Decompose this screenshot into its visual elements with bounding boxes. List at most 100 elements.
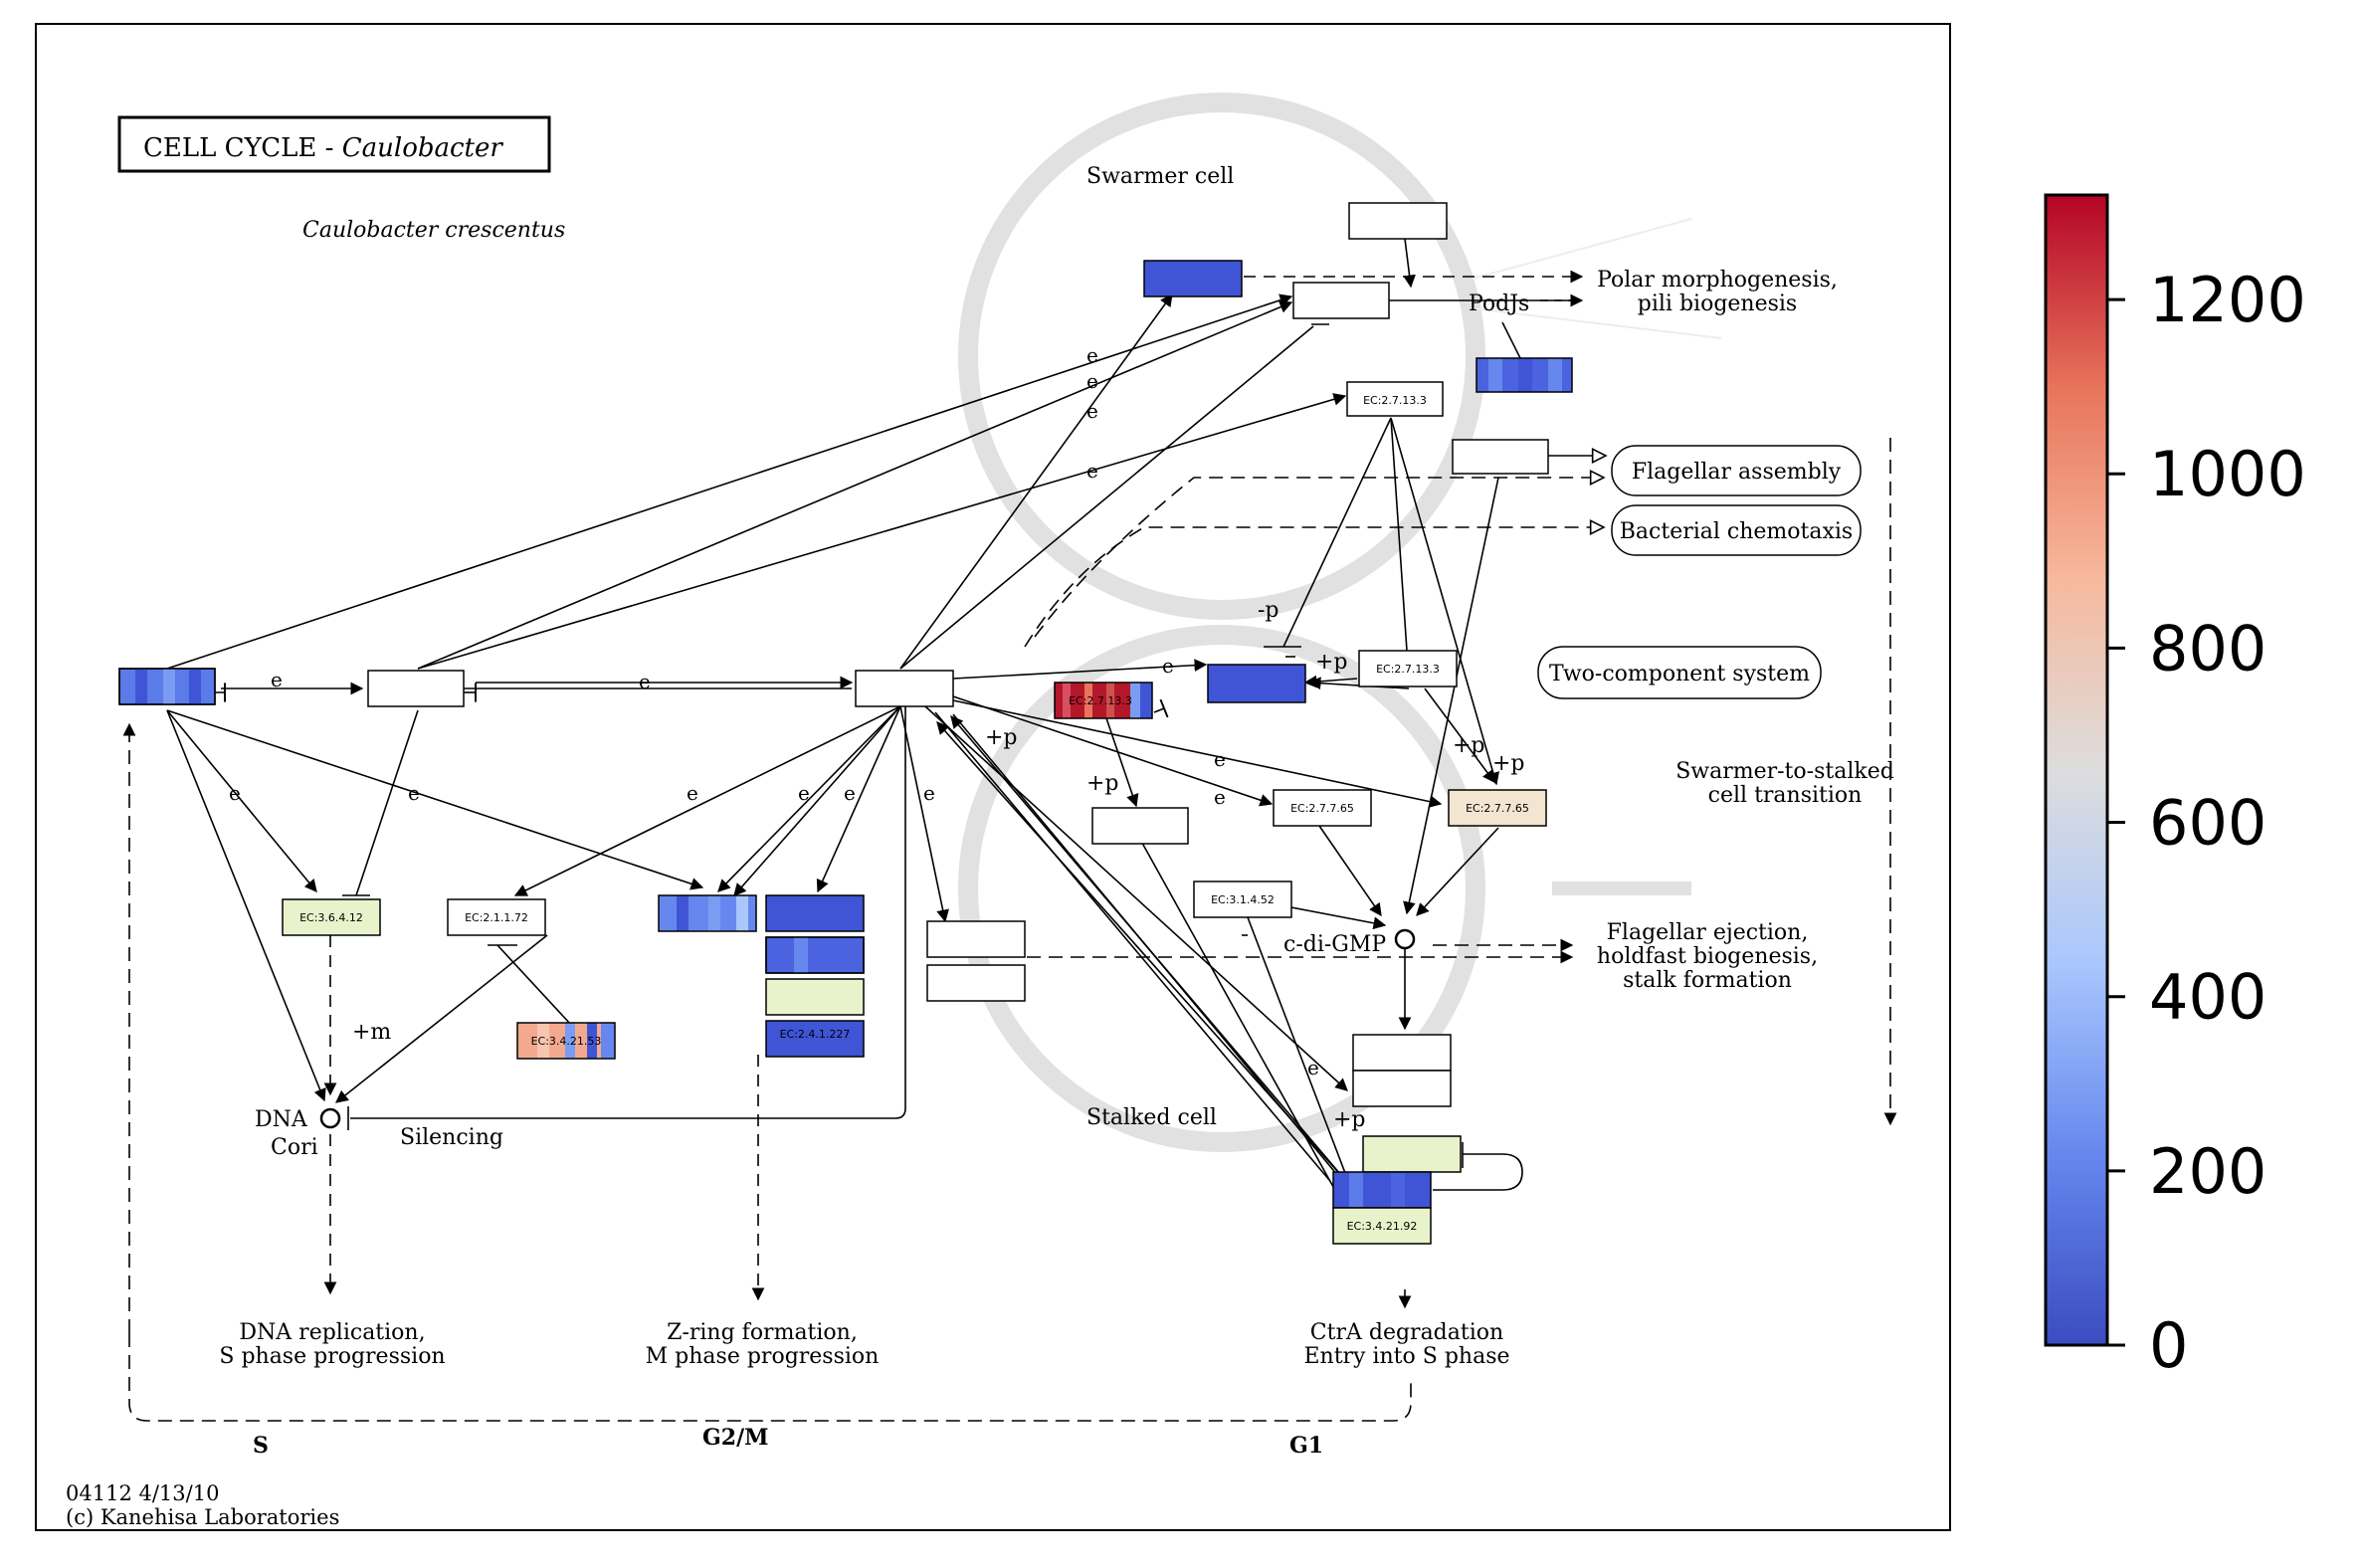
node-flagellar-white bbox=[1452, 439, 1549, 475]
svg-text:EC:2.7.13.3: EC:2.7.13.3 bbox=[1363, 394, 1427, 407]
node-ec-3-1-4-52: EC:3.1.4.52 bbox=[1193, 881, 1292, 918]
colorbar-tick-label: 1200 bbox=[2149, 264, 2306, 336]
colorbar-tick-label: 800 bbox=[2149, 612, 2266, 685]
node-swarmer-top-white bbox=[1348, 202, 1448, 240]
svg-text:EC:2.1.1.72: EC:2.1.1.72 bbox=[465, 911, 528, 924]
svg-text:e: e bbox=[639, 670, 651, 693]
node-left-2 bbox=[367, 670, 465, 707]
pathway-panel bbox=[35, 23, 1951, 1531]
svg-text:-p: -p bbox=[1258, 598, 1279, 623]
species-label: Caulobacter crescentus bbox=[302, 218, 565, 243]
watermark bbox=[958, 93, 1722, 1152]
silencing-label: Silencing bbox=[400, 1125, 503, 1150]
svg-text:+p: +p bbox=[1453, 733, 1485, 758]
svg-text:M phase progression: M phase progression bbox=[646, 1344, 880, 1369]
node-center bbox=[855, 670, 954, 707]
colorbar-tick-label: 200 bbox=[2149, 1135, 2266, 1208]
node-swarmer-top-blue bbox=[1143, 260, 1243, 297]
node-ec-2-7-7-65-a: EC:2.7.7.65 bbox=[1273, 789, 1372, 827]
node-stalked-white-a bbox=[1352, 1034, 1452, 1072]
node-ec-2-7-7-65-b: EC:2.7.7.65 bbox=[1448, 789, 1547, 827]
node-ec-3-4-21-92: EC:3.4.21.92 bbox=[1332, 1171, 1432, 1245]
node-ec-2-7-13-3-c: EC:2.7.13.3 bbox=[1358, 650, 1458, 687]
svg-text:Bacterial chemotaxis: Bacterial chemotaxis bbox=[1620, 519, 1853, 544]
svg-text:+p: +p bbox=[1333, 1107, 1366, 1132]
node-plus-p-white bbox=[1091, 807, 1189, 845]
node-stalked-white-b bbox=[1352, 1070, 1452, 1107]
svg-text:+p: +p bbox=[1315, 650, 1348, 675]
svg-text:e: e bbox=[687, 781, 698, 805]
svg-text:e: e bbox=[844, 781, 856, 805]
svg-text:e: e bbox=[798, 781, 810, 805]
svg-text:e: e bbox=[1214, 785, 1226, 809]
svg-text:+p: +p bbox=[985, 725, 1018, 750]
cori-label: Cori bbox=[271, 1135, 318, 1160]
svg-text:EC:2.7.7.65: EC:2.7.7.65 bbox=[1290, 802, 1354, 815]
svg-text:e: e bbox=[271, 668, 283, 691]
node-ec-2-7-13-3-a: EC:2.7.13.3 bbox=[1346, 381, 1444, 417]
svg-text:EC:3.6.4.12: EC:3.6.4.12 bbox=[299, 911, 363, 924]
cdigmp-node bbox=[1394, 928, 1416, 950]
node-ec-2-7-13-3-red: EC:2.7.13.3 bbox=[1054, 682, 1153, 719]
node-ec-3-4-21-53: EC:3.4.21.53 bbox=[516, 1022, 616, 1060]
title-organism: Caulobacter bbox=[342, 133, 504, 163]
svg-text:stalk formation: stalk formation bbox=[1623, 968, 1792, 993]
svg-text:e: e bbox=[1307, 1056, 1319, 1079]
colorbar-tick-label: 0 bbox=[2149, 1309, 2188, 1382]
svg-text:e: e bbox=[1162, 654, 1174, 678]
svg-text:Flagellar ejection,: Flagellar ejection, bbox=[1607, 920, 1809, 945]
svg-text:+m: +m bbox=[352, 1020, 391, 1045]
node-ec-3-6-4-12: EC:3.6.4.12 bbox=[282, 898, 381, 936]
node-lower-white-a bbox=[926, 920, 1026, 958]
svg-text:EC:3.4.21.92: EC:3.4.21.92 bbox=[1347, 1220, 1418, 1233]
dna-label: DNA bbox=[255, 1107, 308, 1132]
pathway-two-component-system[interactable]: Two-component system bbox=[1537, 646, 1822, 699]
edge-labels: e e e e e e e e e e e e e e e e -p +p +p… bbox=[229, 343, 1525, 1132]
svg-text:G2/M: G2/M bbox=[702, 1425, 768, 1451]
svg-text:+p: +p bbox=[1086, 771, 1119, 796]
title-main: CELL CYCLE - bbox=[143, 133, 342, 163]
svg-text:cell transition: cell transition bbox=[1708, 783, 1863, 808]
footer-map-id: 04112 4/13/10 bbox=[66, 1481, 219, 1505]
node-swarmer-mid-white bbox=[1292, 282, 1390, 319]
svg-text:Flagellar assembly: Flagellar assembly bbox=[1632, 460, 1842, 485]
svg-text:pili biogenesis: pili biogenesis bbox=[1638, 292, 1797, 316]
node-zring-stack: EC:2.4.1.227 bbox=[765, 894, 865, 1058]
node-stalked-green bbox=[1362, 1135, 1462, 1173]
edges bbox=[122, 238, 1897, 1422]
svg-text:G1: G1 bbox=[1289, 1433, 1323, 1459]
svg-text:CtrA degradation: CtrA degradation bbox=[1310, 1320, 1503, 1345]
svg-text:Entry into S phase: Entry into S phase bbox=[1303, 1344, 1509, 1369]
svg-text:e: e bbox=[1086, 369, 1098, 393]
svg-text:EC:2.7.13.3: EC:2.7.13.3 bbox=[1069, 694, 1132, 707]
svg-text:holdfast biogenesis,: holdfast biogenesis, bbox=[1597, 944, 1818, 969]
colorbar-tick-label: 600 bbox=[2149, 787, 2266, 860]
svg-text:DNA replication,: DNA replication, bbox=[239, 1320, 425, 1345]
svg-text:e: e bbox=[923, 781, 935, 805]
pathway-bacterial-chemotaxis[interactable]: Bacterial chemotaxis bbox=[1611, 504, 1862, 556]
svg-text:e: e bbox=[1214, 747, 1226, 771]
title-box bbox=[117, 115, 551, 173]
pathway-flagellar-assembly[interactable]: Flagellar assembly bbox=[1611, 445, 1862, 496]
svg-text:e: e bbox=[408, 781, 420, 805]
cdigmp-label: c-di-GMP bbox=[1283, 932, 1386, 957]
colorbar-tick-label: 400 bbox=[2149, 961, 2266, 1034]
svg-text:e: e bbox=[1086, 343, 1098, 367]
svg-text:Z-ring formation,: Z-ring formation, bbox=[667, 1320, 858, 1345]
colorbar-ticks: 0 200 400 600 800 1000 1200 bbox=[2107, 264, 2306, 1382]
svg-text:Swarmer-to-stalked: Swarmer-to-stalked bbox=[1675, 759, 1894, 784]
stalked-cell-label: Stalked cell bbox=[1086, 1105, 1217, 1130]
node-zring-blue-light bbox=[658, 894, 757, 932]
colorbar: 0 200 400 600 800 1000 1200 bbox=[2044, 193, 2306, 1382]
svg-text:+p: +p bbox=[1492, 751, 1525, 776]
node-ec-2-1-1-72: EC:2.1.1.72 bbox=[447, 898, 546, 936]
colorbar-body bbox=[2044, 193, 2109, 1347]
colorbar-tick-label: 1000 bbox=[2149, 438, 2306, 510]
svg-text:EC:3.1.4.52: EC:3.1.4.52 bbox=[1211, 893, 1275, 906]
svg-text:S: S bbox=[253, 1433, 269, 1459]
svg-text:EC:3.4.21.53: EC:3.4.21.53 bbox=[531, 1035, 602, 1048]
svg-text:e: e bbox=[1086, 459, 1098, 483]
outcome-labels: Polar morphogenesis, pili biogenesis Fla… bbox=[219, 268, 1893, 1369]
node-podjs-enzyme bbox=[1476, 357, 1573, 393]
